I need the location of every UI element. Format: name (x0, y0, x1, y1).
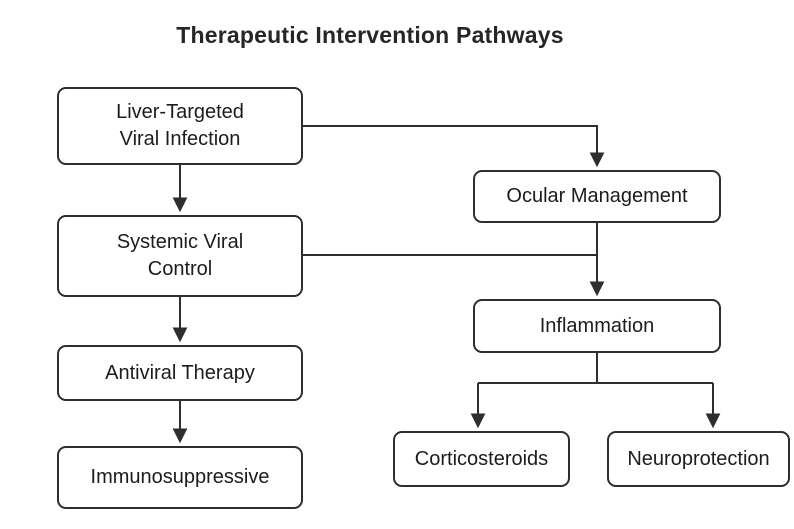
node-systemic-viral-control: Systemic Viral Control (57, 215, 303, 297)
node-liver-targeted-viral-infection: Liver-Targeted Viral Infection (57, 87, 303, 165)
line-inflammation-branch (478, 353, 713, 384)
diagram-title: Therapeutic Intervention Pathways (176, 22, 564, 48)
node-ocular-management: Ocular Management (473, 170, 721, 223)
arrow-liver-to-ocular (303, 125, 605, 168)
node-corticosteroids: Corticosteroids (393, 431, 570, 487)
node-inflammation: Inflammation (473, 299, 721, 353)
node-immunosuppressive: Immunosuppressive (57, 446, 303, 509)
node-neuroprotection: Neuroprotection (607, 431, 790, 487)
node-antiviral-therapy: Antiviral Therapy (57, 345, 303, 401)
